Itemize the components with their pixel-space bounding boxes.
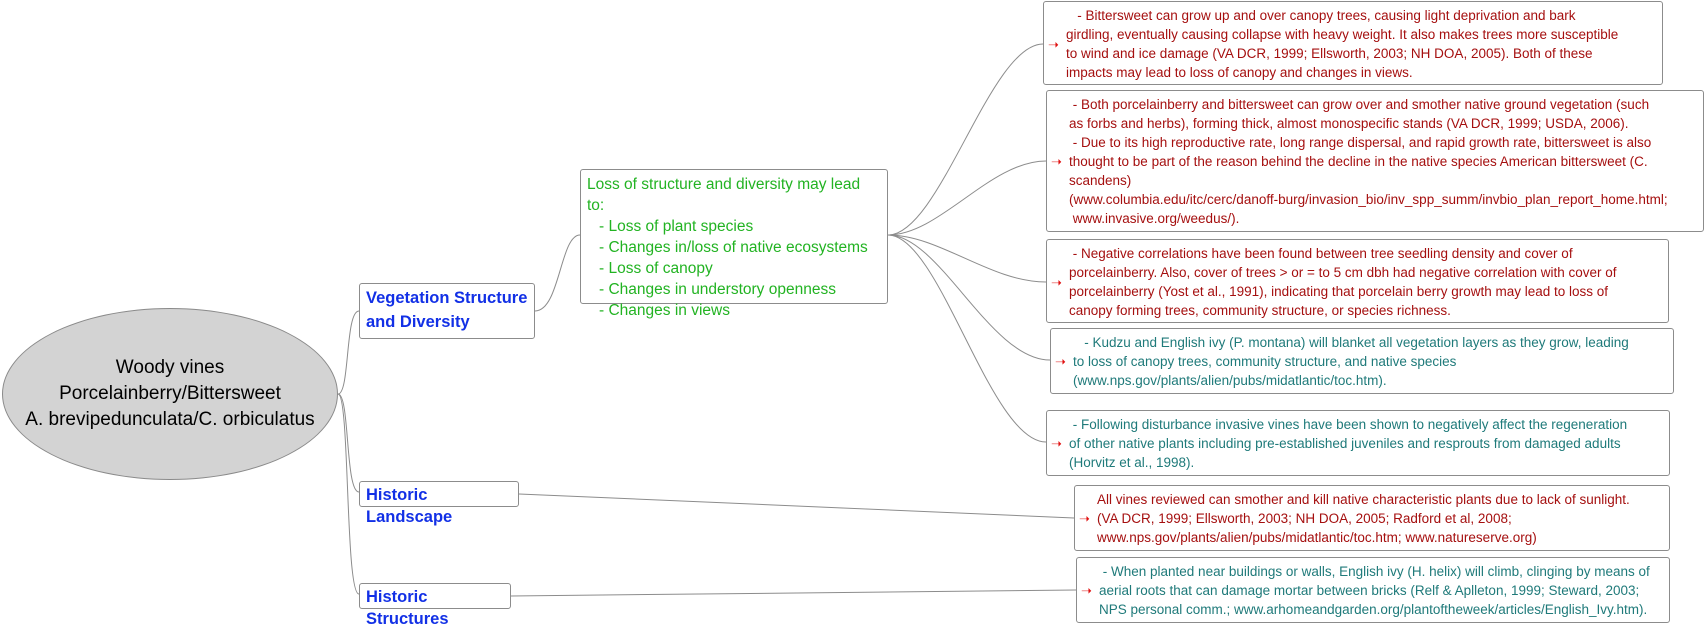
note-4-line-2: to loss of canopy trees, community struc…	[1073, 354, 1457, 369]
right-arrow-icon: ➝	[1051, 275, 1062, 290]
note-following-disturbance[interactable]: ➝ - Following disturbance invasive vines…	[1046, 410, 1670, 476]
note-2-line-2: as forbs and herbs), forming thick, almo…	[1069, 116, 1629, 131]
note-all-vines-smother[interactable]: ➝ All vines reviewed can smother and kil…	[1074, 485, 1670, 551]
branch-vegetation-line-1: Vegetation Structure	[366, 289, 528, 307]
connector-root-vegetation	[337, 310, 360, 395]
root-scientific-name: A. brevipedunculata/C. orbiculatus	[25, 409, 315, 430]
right-arrow-icon: ➝	[1048, 37, 1059, 52]
note-3-line-3: porcelainberry (Yost et al., 1991), indi…	[1069, 284, 1609, 299]
hub-item-native-ecosystems: - Changes in/loss of native ecosystems	[599, 239, 868, 256]
connector-hub-note-1	[887, 43, 1044, 236]
right-arrow-icon: ➝	[1051, 436, 1062, 451]
branch-historic-structures[interactable]: Historic Structures	[359, 583, 511, 628]
connector-structures-note-7	[510, 589, 1077, 597]
right-arrow-icon: ➝	[1079, 511, 1090, 526]
note-6-line-3: www.nps.gov/plants/alien/pubs/midatlanti…	[1097, 530, 1537, 545]
root-node[interactable]: Woody vines Porcelainberry/Bittersweet A…	[2, 308, 338, 480]
note-2-line-4: thought to be part of the reason behind …	[1069, 154, 1648, 169]
branch-vegetation-structure[interactable]: Vegetation Structure and Diversity	[359, 283, 535, 339]
hub-title: Loss of structure and diversity may lead…	[587, 176, 861, 214]
note-1-line-2: girdling, eventually causing collapse wi…	[1066, 27, 1619, 42]
connector-landscape-note-6	[518, 493, 1075, 519]
connector-root-structures	[337, 393, 360, 595]
branch-vegetation-line-2: and Diversity	[366, 313, 470, 331]
note-1-line-3: to wind and ice damage (VA DCR, 1999; El…	[1066, 46, 1593, 61]
connector-hub-note-2	[887, 160, 1047, 236]
note-5-line-3: (Horvitz et al., 1998).	[1069, 455, 1195, 470]
right-arrow-icon: ➝	[1051, 154, 1062, 169]
note-3-line-4: canopy forming trees, community structur…	[1069, 303, 1451, 318]
note-4-line-1: - Kudzu and English ivy (P. montana) wil…	[1073, 335, 1629, 350]
hub-item-loss-of-canopy: - Loss of canopy	[599, 260, 713, 277]
note-5-line-1: - Following disturbance invasive vines h…	[1069, 417, 1628, 432]
hub-item-understory-openness: - Changes in understory openness	[599, 281, 836, 298]
branch-historic-landscape[interactable]: Historic Landscape	[359, 481, 519, 526]
note-2-line-5: scandens)	[1069, 173, 1132, 188]
note-6-line-2: (VA DCR, 1999; Ellsworth, 2003; NH DOA, …	[1097, 511, 1512, 526]
connector-hub-note-5	[887, 234, 1047, 443]
branch-structures-label: Historic Structures	[366, 588, 449, 628]
note-3-line-2: porcelainberry. Also, cover of trees > o…	[1069, 265, 1617, 280]
connector-vegetation-hub	[534, 234, 581, 312]
hub-item-changes-in-views: - Changes in views	[599, 302, 730, 319]
note-6-line-1: All vines reviewed can smother and kill …	[1097, 492, 1630, 507]
hub-loss-of-structure[interactable]: Loss of structure and diversity may lead…	[580, 169, 888, 319]
note-7-line-1: - When planted near buildings or walls, …	[1099, 564, 1650, 579]
root-common-name: Porcelainberry/Bittersweet	[59, 383, 281, 404]
note-negative-correlations[interactable]: ➝ - Negative correlations have been foun…	[1046, 239, 1669, 323]
note-ground-vegetation[interactable]: ➝ - Both porcelainberry and bittersweet …	[1046, 90, 1704, 232]
right-arrow-icon: ➝	[1055, 354, 1066, 369]
note-2-line-1: - Both porcelainberry and bittersweet ca…	[1069, 97, 1650, 112]
note-2-line-7: www.invasive.org/weedus/).	[1069, 211, 1240, 226]
note-2-line-6: (www.columbia.edu/itc/cerc/danoff-burg/i…	[1069, 192, 1668, 207]
note-5-line-2: of other native plants including pre-est…	[1069, 436, 1621, 451]
note-7-line-3: NPS personal comm.; www.arhomeandgarden.…	[1099, 602, 1648, 617]
connector-hub-note-4	[887, 234, 1051, 361]
note-2-line-3: - Due to its high reproductive rate, lon…	[1069, 135, 1652, 150]
root-title: Woody vines	[115, 357, 225, 378]
note-bittersweet-canopy[interactable]: ➝ - Bittersweet can grow up and over can…	[1043, 1, 1663, 85]
note-3-line-1: - Negative correlations have been found …	[1069, 246, 1573, 261]
right-arrow-icon: ➝	[1081, 583, 1092, 598]
note-1-line-1: - Bittersweet can grow up and over canop…	[1066, 8, 1576, 23]
note-1-line-4: impacts may lead to loss of canopy and c…	[1066, 65, 1413, 80]
note-4-line-3: (www.nps.gov/plants/alien/pubs/midatlant…	[1073, 373, 1387, 388]
connector-hub-note-3	[887, 234, 1047, 283]
hub-item-loss-of-plant-species: - Loss of plant species	[599, 218, 754, 235]
branch-landscape-label: Historic Landscape	[366, 486, 453, 526]
note-english-ivy-buildings[interactable]: ➝ - When planted near buildings or walls…	[1076, 557, 1670, 623]
connector-root-landscape	[337, 393, 360, 493]
note-kudzu-english-ivy[interactable]: ➝ - Kudzu and English ivy (P. montana) w…	[1050, 328, 1674, 394]
note-7-line-2: aerial roots that can damage mortar betw…	[1099, 583, 1640, 598]
